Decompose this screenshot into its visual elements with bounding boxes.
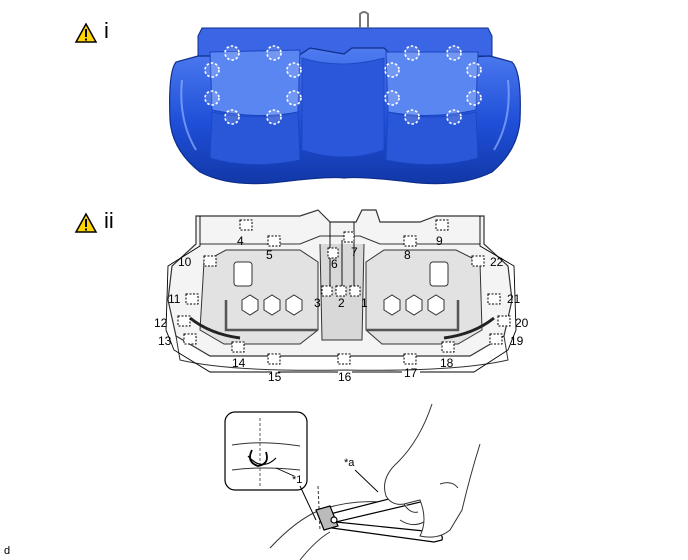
clip-number-15: 15 — [268, 370, 282, 384]
frame-clip-marker — [183, 333, 197, 345]
pad-clip-marker — [404, 45, 420, 61]
clip-number-2: 2 — [338, 296, 345, 310]
detail-inset — [224, 411, 308, 491]
step-i-marker: i — [104, 18, 109, 43]
callout-a-label: *a — [344, 457, 355, 469]
frame-clip-marker — [471, 255, 485, 267]
pad-clip-marker — [224, 45, 240, 61]
seat-frame-drawing — [167, 209, 513, 371]
clip-number-10: 10 — [178, 255, 192, 269]
frame-clip-marker — [435, 219, 449, 231]
frame-clip-markers — [177, 219, 511, 365]
detail-leader-line — [299, 485, 317, 521]
clip-number-19: 19 — [510, 334, 524, 348]
clip-number-7: 7 — [351, 245, 358, 259]
frame-clip-marker — [177, 315, 191, 327]
hand-sketch — [384, 403, 481, 538]
clip-number-22: 22 — [490, 255, 504, 269]
pad-clip-marker — [466, 62, 482, 78]
pad-clip-marker — [384, 90, 400, 106]
pad-clip-marker — [266, 109, 282, 125]
pad-clip-markers — [204, 45, 482, 125]
pad-clip-marker — [384, 62, 400, 78]
step-ii-marker: ii — [104, 208, 114, 233]
pad-clip-marker — [404, 109, 420, 125]
frame-clip-marker — [321, 285, 333, 297]
figure-code: d — [4, 545, 10, 557]
frame-clip-marker — [231, 341, 245, 353]
clip-number-21: 21 — [507, 292, 521, 306]
pad-clip-marker — [286, 90, 302, 106]
frame-clip-marker — [267, 235, 281, 247]
pad-clip-marker — [286, 62, 302, 78]
clip-number-1: 1 — [361, 296, 368, 310]
clip-number-14: 14 — [232, 356, 246, 370]
frame-clip-marker — [267, 353, 281, 365]
frame-clip-marker — [403, 235, 417, 247]
pad-clip-marker — [224, 109, 240, 125]
clip-number-18: 18 — [440, 356, 454, 370]
frame-clip-marker — [349, 285, 361, 297]
clip-number-20: 20 — [515, 316, 529, 330]
clip-number-3: 3 — [314, 296, 321, 310]
clip-number-8: 8 — [404, 248, 411, 262]
frame-clip-marker — [239, 219, 253, 231]
callout-1-label: *1 — [292, 474, 302, 486]
clip-number-16: 16 — [338, 370, 352, 384]
frame-clip-marker — [185, 293, 199, 305]
frame-clip-marker — [203, 255, 217, 267]
frame-clip-marker — [343, 231, 355, 243]
callout-leader-lines — [165, 216, 517, 373]
callout-a-leader — [354, 469, 379, 493]
clip-number-13: 13 — [158, 334, 172, 348]
frame-clip-marker — [335, 285, 347, 297]
frame-clip-marker — [497, 315, 511, 327]
clip-number-17: 17 — [404, 366, 418, 380]
pad-clip-marker — [446, 109, 462, 125]
clip-number-4: 4 — [237, 234, 244, 248]
pad-clip-marker — [266, 45, 282, 61]
frame-clip-marker — [487, 293, 501, 305]
frame-clip-marker — [441, 341, 455, 353]
clip-number-6: 6 — [331, 257, 338, 271]
step-ii-warning-icon — [74, 212, 98, 233]
pad-clip-marker — [446, 45, 462, 61]
pad-clip-marker — [204, 62, 220, 78]
clip-number-11: 11 — [168, 292, 181, 306]
clip-number-9: 9 — [436, 234, 443, 248]
pad-clip-marker — [204, 90, 220, 106]
frame-clip-marker — [403, 353, 417, 365]
clip-number-12: 12 — [154, 316, 168, 330]
frame-clip-marker — [489, 333, 503, 345]
frame-clip-marker — [337, 353, 351, 365]
frame-clip-marker — [327, 247, 339, 259]
step-i-warning-icon — [74, 22, 98, 43]
callout-1-leader — [275, 467, 295, 477]
clip-number-5: 5 — [266, 248, 273, 262]
seat-cushion-pad — [169, 11, 521, 185]
clip-number-labels: 1 2 3 4 5 6 7 8 9 10 11 12 13 14 15 16 1… — [154, 234, 529, 384]
pad-clip-marker — [466, 90, 482, 106]
